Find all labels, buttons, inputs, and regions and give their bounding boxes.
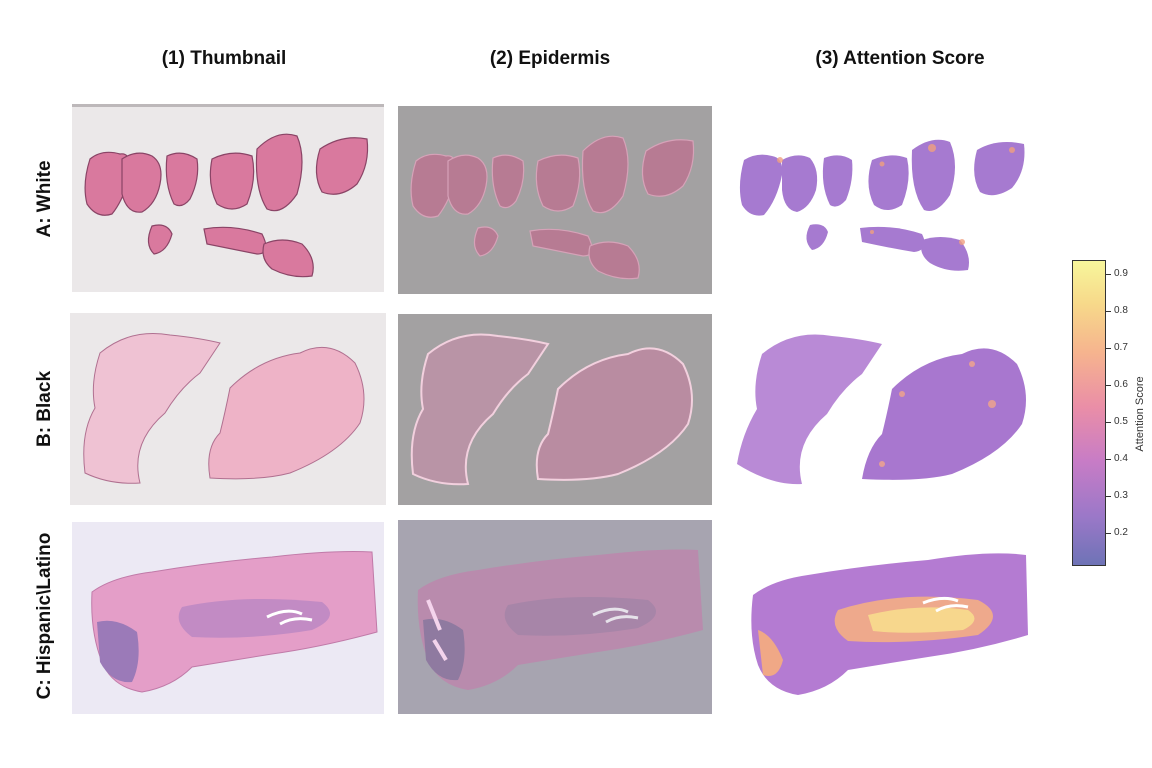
colorbar-title: Attention Score [1134, 376, 1146, 452]
row-label-hispanic: C: Hispanic\Latino [34, 532, 55, 700]
column-title-thumbnail: (1) Thumbnail [161, 48, 287, 69]
colorbar-tick-label: 0.2 [1114, 527, 1128, 538]
column-title-epidermis: (2) Epidermis [489, 48, 611, 69]
colorbar-tick-label: 0.8 [1114, 305, 1128, 316]
colorbar-tick-label: 0.9 [1114, 268, 1128, 279]
thumbnail-image-black [70, 313, 386, 505]
colorbar-tick-label: 0.6 [1114, 379, 1128, 390]
colorbar-tick [1106, 311, 1111, 312]
colorbar-tick [1106, 274, 1111, 275]
colorbar-tick-label: 0.3 [1114, 490, 1128, 501]
attention-map-hispanic [748, 535, 1032, 700]
thumbnail-image-hispanic [72, 522, 384, 714]
column-title-attention: (3) Attention Score [815, 48, 985, 69]
colorbar-tick [1106, 459, 1111, 460]
row-label-white: A: White [34, 160, 55, 238]
attention-colorbar: 0.9 0.8 0.7 0.6 0.5 0.4 0.3 0.2 [1072, 260, 1128, 566]
colorbar-tick [1106, 385, 1111, 386]
colorbar-tick-label: 0.5 [1114, 416, 1128, 427]
colorbar-tick [1106, 348, 1111, 349]
colorbar-tick [1106, 533, 1111, 534]
attention-map-black [732, 324, 1032, 494]
colorbar-tick [1106, 496, 1111, 497]
colorbar-tick [1106, 422, 1111, 423]
epidermis-image-white [398, 106, 712, 294]
colorbar-tick-label: 0.4 [1114, 453, 1128, 464]
attention-map-white [732, 130, 1032, 280]
row-label-black: B: Black [34, 370, 55, 448]
thumbnail-image-white [72, 104, 384, 292]
epidermis-image-black [398, 314, 712, 505]
epidermis-image-hispanic [398, 520, 712, 714]
colorbar-gradient [1072, 260, 1106, 566]
colorbar-tick-label: 0.7 [1114, 342, 1128, 353]
